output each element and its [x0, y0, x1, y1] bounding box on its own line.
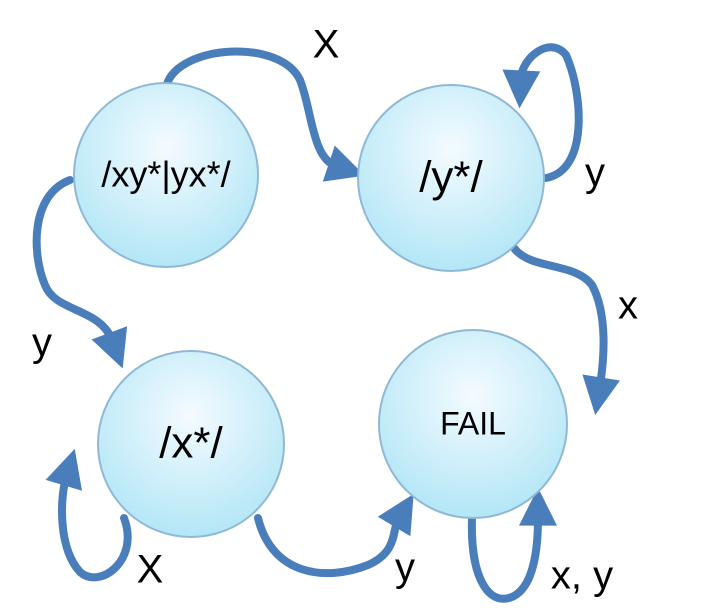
label-y-star-to-fail: x	[618, 284, 638, 328]
state-y-star: /y*/	[357, 84, 545, 272]
state-fail: FAIL	[378, 329, 568, 519]
edge-y-star-self-loop	[502, 43, 583, 182]
edge-x-star-self-loop	[45, 448, 132, 582]
edge-fail-self-loop	[467, 487, 557, 603]
state-start: /xy*|yx*/	[73, 82, 259, 268]
edge-y-star-to-fail	[510, 244, 620, 416]
edge-start-to-x-star	[32, 176, 128, 369]
state-y-star-label: /y*/	[419, 153, 483, 202]
label-y-star-self: y	[585, 151, 605, 195]
edge-start-to-y-star	[163, 47, 365, 182]
label-start-to-y-star: X	[313, 23, 340, 67]
label-x-star-to-fail: y	[395, 546, 415, 590]
state-x-star: /x*/	[97, 350, 285, 538]
state-fail-label: FAIL	[440, 405, 506, 441]
state-start-label: /xy*|yx*/	[101, 154, 230, 195]
label-x-star-self: X	[137, 548, 164, 592]
label-start-to-x-star: y	[32, 321, 52, 365]
label-fail-self: x, y	[551, 554, 613, 598]
state-x-star-label: /x*/	[159, 419, 223, 468]
edge-x-star-to-fail	[254, 493, 414, 578]
